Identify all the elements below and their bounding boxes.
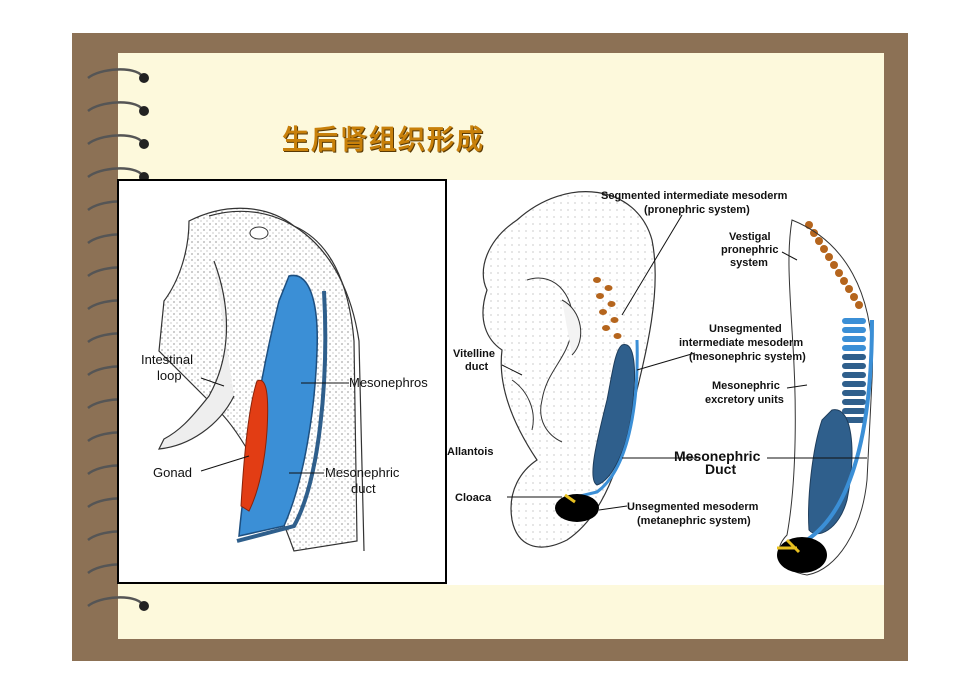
label-segmented-2: (pronephric system) [644, 204, 750, 216]
pronephric-segments [593, 277, 622, 339]
label-vestigal-2: pronephric [721, 244, 778, 256]
binder-hole [139, 139, 149, 149]
excretory-unit [842, 327, 866, 333]
excretory-unit [842, 363, 866, 369]
kidney-development-drawing: Segmented intermediate mesoderm (proneph… [447, 190, 874, 576]
mesonephros-drawing: Intestinal loop Mesonephros Gonad Mesone… [141, 207, 428, 552]
label-mesonephric-duct-2: duct [351, 481, 376, 496]
excretory-units [842, 318, 866, 423]
label-allantois: Allantois [447, 446, 493, 458]
vestigal-segment [830, 261, 838, 269]
label-cloaca: Cloaca [455, 492, 492, 504]
late-metanephric-blob [777, 537, 827, 573]
metanephric-blob [555, 494, 599, 522]
label-vestigal-3: system [730, 257, 768, 269]
label-mesonephric-duct-1: Mesonephric [325, 465, 400, 480]
label-metanephric-2: (metanephric system) [637, 515, 751, 527]
pronephric-segment [613, 333, 622, 339]
label-unsegmented-1: Unsegmented [709, 323, 782, 335]
excretory-unit [842, 408, 866, 414]
pronephric-segment [602, 325, 610, 331]
label-vestigal-1: Vestigal [729, 231, 771, 243]
label-vitelline-1: Vitelline [453, 348, 495, 360]
binder-ring [87, 101, 144, 113]
excretory-unit [842, 372, 866, 378]
label-unsegmented-2: intermediate mesoderm [679, 337, 803, 349]
label-vitelline-2: duct [465, 361, 489, 373]
pronephric-segment [607, 301, 616, 307]
label-intestinal-2: loop [157, 368, 182, 383]
binder-ring [87, 596, 144, 608]
vestigal-segment [815, 237, 823, 245]
label-intestinal-1: Intestinal [141, 352, 193, 367]
vestigal-segment [845, 285, 853, 293]
excretory-unit [842, 336, 866, 342]
kidney-development-figure: Segmented intermediate mesoderm (proneph… [447, 180, 884, 585]
label-mesonephros: Mesonephros [349, 375, 428, 390]
label-excretory-2: excretory units [705, 394, 784, 406]
pronephric-segment [596, 293, 604, 299]
label-segmented-1: Segmented intermediate mesoderm [601, 190, 788, 202]
excretory-unit [842, 354, 866, 360]
label-excretory-1: Mesonephric [712, 380, 780, 392]
gonad-shape [240, 379, 269, 512]
vessel-oval [249, 226, 269, 240]
vestigal-segment [855, 301, 863, 309]
slide-title: 生后肾组织形成 [282, 125, 485, 156]
binder-hole [139, 106, 149, 116]
binder-ring [87, 167, 144, 179]
late-mesonephric-duct [786, 319, 874, 548]
pronephric-segment [599, 309, 607, 315]
vestigal-segment [825, 253, 833, 261]
vestigal-segment [810, 229, 818, 237]
mesonephric-duct-line [571, 339, 639, 500]
pronephric-segment [593, 277, 601, 283]
vestigal-segment [820, 245, 828, 253]
pronephric-segment [610, 317, 619, 323]
binder-ring [87, 134, 144, 146]
vestigal-segment [835, 269, 843, 277]
label-metanephric-1: Unsegmented mesoderm [627, 501, 759, 513]
vestigal-pronephric-segments [805, 221, 863, 309]
vestigal-segment [840, 277, 848, 285]
label-duct-1: Mesonephric [674, 448, 761, 464]
label-gonad: Gonad [153, 465, 192, 480]
mesonephric-blob [592, 344, 636, 486]
excretory-unit [842, 318, 866, 324]
intestinal-loop-shape [157, 260, 235, 450]
binder-ring [87, 68, 144, 80]
outer-curve [208, 210, 365, 552]
mesonephric-duct-shape [236, 290, 328, 543]
label-unsegmented-3: (mesonephric system) [689, 351, 806, 363]
binder-hole [139, 73, 149, 83]
excretory-unit [842, 381, 866, 387]
binder-hole [139, 601, 149, 611]
excretory-unit [842, 399, 866, 405]
vestigal-segment [850, 293, 858, 301]
mesonephros-figure: Intestinal loop Mesonephros Gonad Mesone… [117, 179, 447, 584]
pronephric-segment [604, 285, 613, 291]
excretory-unit [842, 345, 866, 351]
excretory-unit [842, 390, 866, 396]
label-duct-2: Duct [705, 461, 736, 477]
